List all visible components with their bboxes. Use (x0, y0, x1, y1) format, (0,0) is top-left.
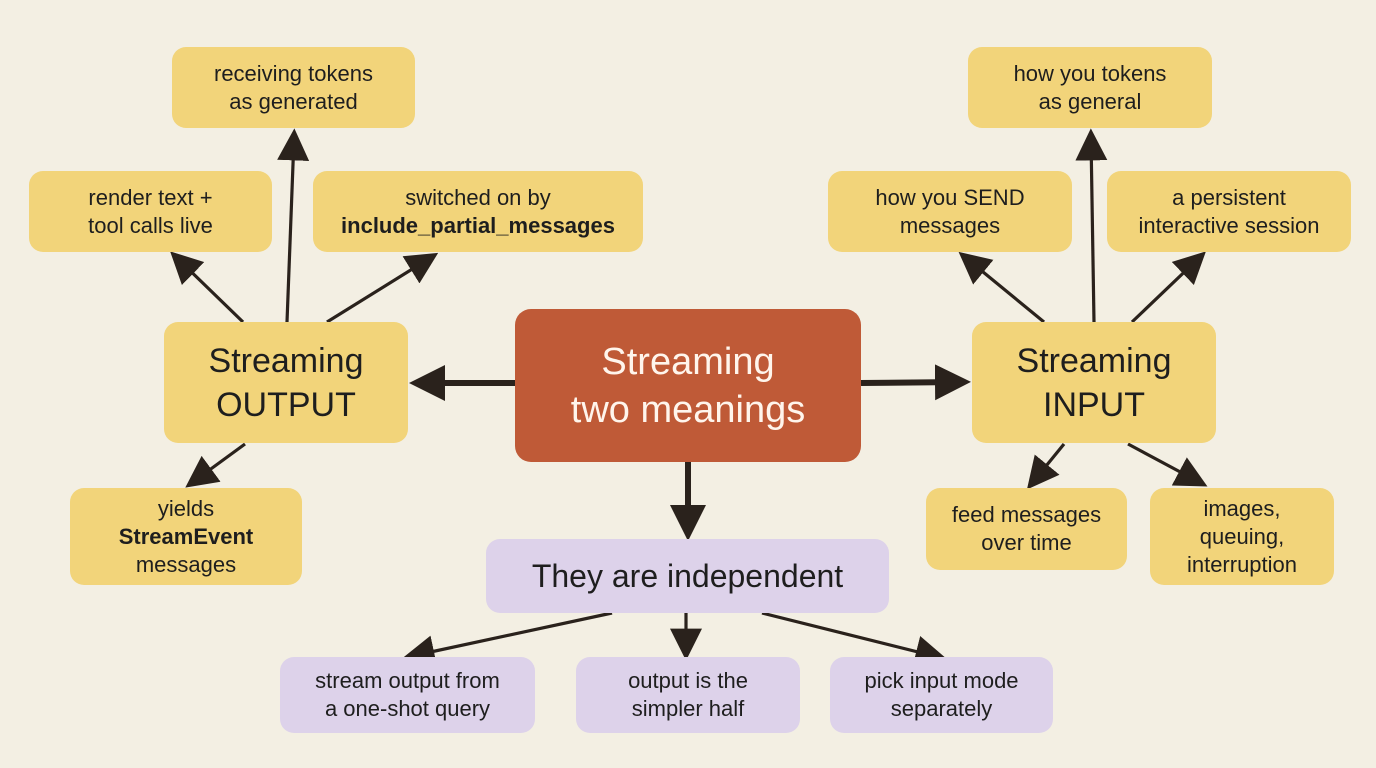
arrow-input-to-session (1130, 251, 1206, 324)
streaming-input-node: Streaming INPUT (972, 322, 1216, 443)
leaf-line: stream output from (315, 668, 500, 693)
arrow-output-to-render (170, 251, 245, 324)
leaf-line: interruption (1186, 551, 1298, 577)
leaf-line-code: StreamEvent (118, 523, 254, 549)
leaf-line: receiving tokens (214, 60, 373, 86)
independent-label: They are independent (531, 558, 844, 594)
output-leaf-yields: yields StreamEvent messages (70, 488, 302, 585)
leaf-line: yields (157, 495, 215, 521)
leaf-line: interactive session (1138, 212, 1320, 238)
leaf-line: a one-shot query (324, 696, 491, 721)
leaf-line: switched on by (405, 184, 551, 210)
summary-leaf-simpler-half: output is the simpler half (576, 657, 800, 733)
arrow-summary-to-oneshot (402, 611, 613, 667)
leaf-line: how you SEND (875, 184, 1025, 210)
input-leaf-feed-messages: feed messages over time (926, 488, 1127, 570)
leaf-line: queuing, (1199, 523, 1285, 549)
arrow-summary-to-pick (761, 611, 948, 668)
output-title-line-2: OUTPUT (216, 385, 356, 424)
output-leaf-receiving-tokens: receiving tokens as generated (172, 47, 415, 128)
leaf-line: images, (1203, 495, 1281, 521)
leaf-line: how you tokens (1013, 60, 1167, 86)
leaf-line: separately (890, 696, 993, 721)
arrow-hub-to-input (860, 364, 971, 401)
output-leaf-render-text: render text + tool calls live (29, 171, 272, 252)
arrow-input-to-feed (1026, 442, 1066, 490)
streaming-output-node: Streaming OUTPUT (164, 322, 408, 443)
arrow-input-to-send (958, 251, 1046, 324)
leaf-line: as generated (229, 88, 358, 114)
output-leaf-switched-on: switched on by include_partial_messages (313, 171, 643, 252)
arrow-output-to-yields (185, 442, 246, 488)
leaf-line: tool calls live (88, 212, 213, 238)
input-title-line-1: Streaming (1016, 341, 1172, 380)
center-line-2: two meanings (570, 388, 806, 431)
leaf-line: simpler half (631, 696, 745, 721)
leaf-line: feed messages (951, 502, 1102, 527)
arrow-input-to-images (1127, 442, 1208, 487)
leaf-line: output is the (628, 668, 748, 693)
leaf-line: render text + (88, 184, 213, 210)
leaf-line: a persistent (1172, 184, 1286, 210)
arrow-output-to-switch (326, 252, 439, 324)
leaf-line: over time (981, 530, 1072, 555)
input-leaf-how-you-tokens: how you tokens as general (968, 47, 1212, 128)
input-leaf-images-queuing: images, queuing, interruption (1150, 488, 1334, 585)
input-leaf-how-you-send: how you SEND messages (828, 171, 1072, 252)
center-node: Streaming two meanings (515, 309, 861, 462)
arrow-input-to-tokens (1075, 128, 1108, 323)
center-line-1: Streaming (601, 340, 775, 383)
arrow-output-to-tokens (277, 128, 310, 323)
leaf-line: messages (899, 212, 1001, 238)
summary-leaf-one-shot: stream output from a one-shot query (280, 657, 535, 733)
input-title-line-2: INPUT (1043, 385, 1145, 424)
leaf-line: pick input mode (864, 668, 1019, 693)
summary-leaf-pick-input: pick input mode separately (830, 657, 1053, 733)
output-title-line-1: Streaming (208, 341, 364, 380)
leaf-line: as general (1038, 88, 1142, 114)
leaf-line: messages (135, 551, 237, 577)
input-leaf-persistent-session: a persistent interactive session (1107, 171, 1351, 252)
leaf-line-code: include_partial_messages (341, 212, 615, 238)
independent-node: They are independent (486, 539, 889, 613)
